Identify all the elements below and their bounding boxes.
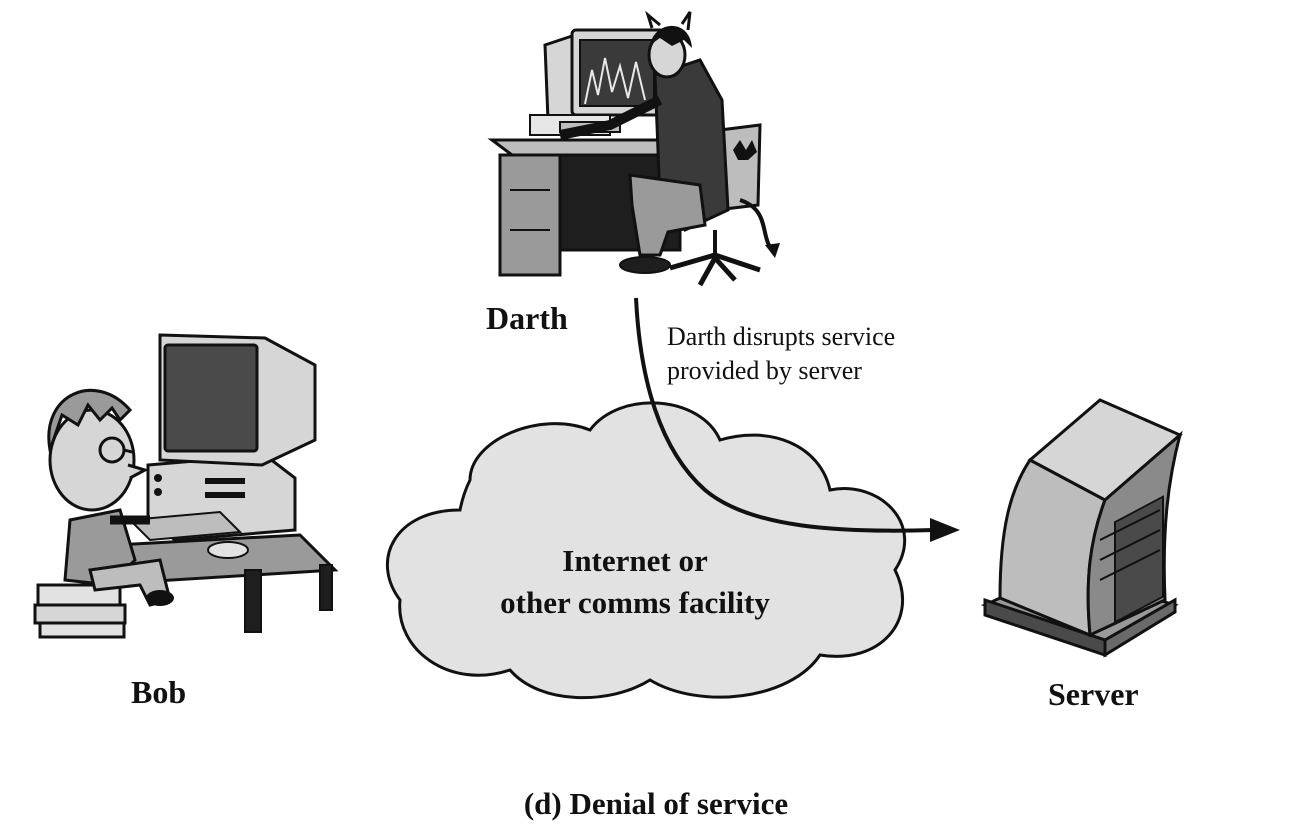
cloud-label-line-1: Internet or <box>562 543 708 578</box>
cloud-shape <box>385 401 907 700</box>
arrowhead-icon <box>930 518 960 542</box>
cloud-label: Internet or other comms facility <box>440 540 830 624</box>
darth-label: Darth <box>486 300 568 336</box>
cloud-label-line-2: other comms facility <box>500 585 770 620</box>
devil-at-computer-illustration <box>487 10 780 287</box>
server-label: Server <box>1048 676 1139 712</box>
annotation-line-1: Darth disrupts service <box>667 322 896 351</box>
curved-arrow <box>634 297 945 536</box>
figure-caption: (d) Denial of service <box>523 786 789 821</box>
server-tower-icon <box>980 398 1183 658</box>
bob-label: Bob <box>131 674 187 710</box>
annotation-line-2: provided by server <box>667 356 862 385</box>
boy-at-computer-illustration <box>33 333 339 639</box>
